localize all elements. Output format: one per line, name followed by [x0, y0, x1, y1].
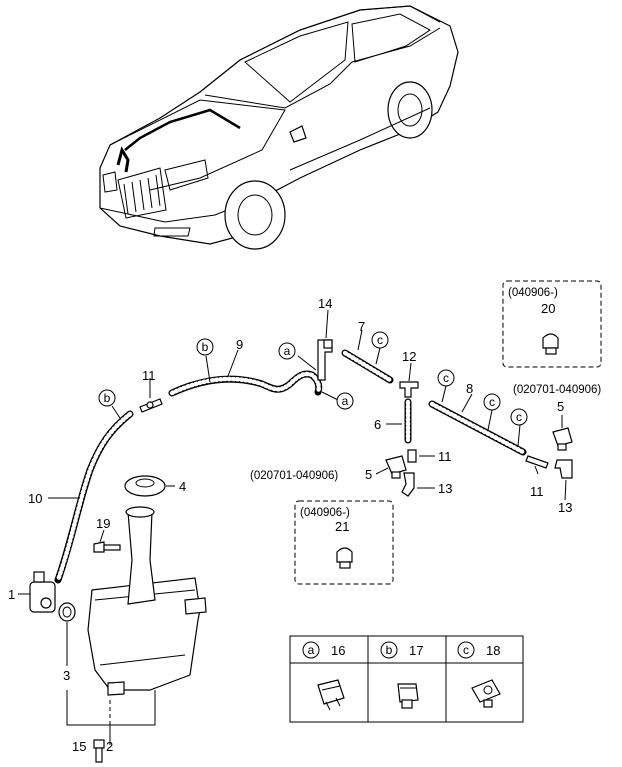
part-13-right: 13 — [558, 500, 572, 515]
bolt-19 — [93, 541, 121, 553]
bolt-15 — [93, 739, 105, 763]
clip-letter-b1: b — [202, 340, 209, 354]
part-number-labels: 1 2 3 4 5 5 6 7 8 9 10 11 11 11 12 13 13… — [8, 296, 572, 754]
part-13-middle: 13 — [438, 481, 452, 496]
clip-letter-a1: a — [284, 344, 291, 358]
part-6: 6 — [374, 417, 381, 432]
washer-reservoir — [87, 475, 207, 696]
note-middle-range: (020701-040906) — [250, 470, 338, 482]
legend-letter-b: b — [386, 643, 393, 657]
legend-letter-c: c — [463, 643, 469, 657]
part-21: 21 — [335, 519, 349, 534]
note-box-bottom: (040906-) — [300, 507, 350, 519]
variant-box-bottom — [294, 500, 394, 585]
part-2: 2 — [106, 739, 113, 754]
grommet — [58, 602, 76, 622]
car-illustration — [99, 5, 459, 250]
clip-legend-table: a 16 b 17 c 18 — [289, 635, 524, 723]
nozzle-21 — [336, 547, 353, 563]
part-15: 15 — [72, 739, 86, 754]
part-11-middle: 11 — [438, 449, 452, 464]
part-9: 9 — [236, 337, 243, 352]
part-3: 3 — [63, 668, 70, 683]
part-1: 1 — [8, 587, 15, 602]
part-7: 7 — [358, 319, 365, 334]
part-19: 19 — [96, 516, 110, 531]
nozzles — [336, 333, 573, 569]
part-11-right: 11 — [530, 484, 544, 499]
leader-lines — [18, 309, 567, 745]
clip-16-drawing — [317, 679, 345, 711]
part-14: 14 — [318, 296, 332, 311]
part-5-right: 5 — [557, 399, 564, 414]
connectors — [139, 339, 573, 497]
nozzle-5-right — [552, 427, 573, 447]
part-11-left: 11 — [142, 368, 156, 383]
nozzle-5-left — [385, 455, 407, 475]
part-10: 10 — [28, 491, 42, 506]
clip-letter-c1: c — [377, 333, 383, 347]
part-4: 4 — [179, 479, 186, 494]
clip-17-drawing — [397, 683, 419, 709]
clip-letter-c2: c — [443, 371, 449, 385]
legend-letter-a: a — [308, 643, 315, 657]
clip-letter-c4: c — [516, 410, 522, 424]
legend-part-18: 18 — [486, 643, 500, 658]
washer-pump — [29, 571, 56, 613]
part-20: 20 — [541, 301, 555, 316]
note-box-top: (040906-) — [508, 287, 558, 299]
part-12: 12 — [402, 349, 416, 364]
part-8: 8 — [466, 381, 473, 396]
clip-callouts: b b a a c c c c — [98, 331, 528, 426]
note-right-range: (020701-040906) — [513, 384, 601, 396]
date-notes: (040906-) (040906-) (020701-040906) (020… — [250, 287, 601, 519]
clip-18-drawing — [471, 679, 501, 708]
hoses — [54, 349, 527, 584]
clip-letter-c3: c — [489, 395, 495, 409]
clip-letter-b2: b — [104, 391, 111, 405]
clip-letter-a2: a — [342, 394, 349, 408]
legend-part-16: 16 — [331, 643, 345, 658]
part-5-left: 5 — [365, 467, 372, 482]
nozzle-20 — [542, 333, 559, 349]
legend-part-17: 17 — [409, 643, 423, 658]
variant-box-top — [502, 280, 602, 368]
